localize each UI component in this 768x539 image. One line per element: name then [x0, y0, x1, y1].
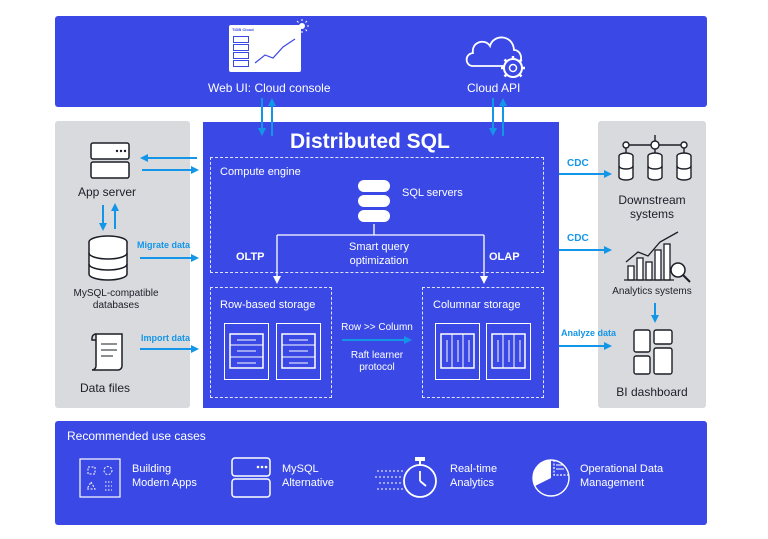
analytics-chart-icon: [624, 231, 691, 283]
bi-label: BI dashboard: [616, 385, 688, 399]
sun-icon: [295, 19, 309, 33]
use-case-1-line2: Modern Apps: [132, 477, 197, 489]
app-server-label: App server: [78, 185, 137, 199]
cdc-label-1: CDC: [567, 158, 589, 169]
raft-line1: Raft learner: [350, 350, 404, 361]
row-storage-node: [276, 323, 321, 380]
use-cases-title: Recommended use cases: [67, 429, 206, 443]
columnar-storage-icon: [440, 333, 475, 369]
import-data-label: Import data: [141, 333, 191, 343]
use-case-1-line1: Building: [132, 463, 172, 475]
app-server-icon: [90, 142, 130, 179]
compute-engine-group: [210, 157, 544, 273]
sql-servers-label: SQL servers: [402, 187, 463, 199]
mysql-line1: MySQL-compatible: [73, 288, 159, 299]
row-storage-icon: [281, 333, 316, 369]
use-case-4-line2: Management: [580, 477, 645, 489]
sql-servers-icon: [358, 180, 390, 222]
raft-line2: protocol: [359, 362, 395, 373]
downstream-line2: systems: [629, 207, 674, 221]
downstream-systems-icon: [618, 135, 692, 181]
stopwatch-icon: [375, 457, 437, 498]
row-storage-label: Row-based storage: [220, 299, 316, 311]
core-title: Distributed SQL: [290, 130, 450, 153]
smart-query-line2: optimization: [349, 255, 409, 267]
data-files-label: Data files: [80, 381, 131, 395]
smart-query-line1: Smart query: [349, 241, 409, 253]
web-ui-label: Web UI: Cloud console: [208, 81, 331, 95]
columnar-storage-group: [422, 287, 544, 398]
console-mini-title: TiDB Cloud: [232, 27, 254, 32]
columnar-storage-icon: [491, 333, 526, 369]
mysql-alternative-icon: [231, 457, 271, 498]
row-storage-icon: [229, 333, 264, 369]
use-case-2-line2: Alternative: [282, 477, 334, 489]
pie-chart-icon: [532, 459, 570, 497]
use-case-3-line2: Analytics: [450, 477, 495, 489]
mysql-line2: databases: [92, 300, 140, 311]
cloud-access-panel: [55, 16, 707, 107]
analyze-data-label: Analyze data: [561, 328, 617, 338]
mysql-database-icon: [88, 235, 128, 281]
cloud-console-icon: TiDB Cloud: [229, 25, 301, 72]
olap-label: OLAP: [489, 251, 520, 263]
cdc-label-2: CDC: [567, 233, 589, 244]
oltp-label: OLTP: [236, 251, 265, 263]
columnar-storage-label: Columnar storage: [433, 299, 521, 311]
row-storage-group: [210, 287, 332, 398]
use-case-4-line1: Operational Data: [580, 463, 664, 475]
cloud-api-icon: [465, 36, 525, 78]
downstream-line1: Downstream: [618, 193, 686, 207]
columnar-storage-node: [486, 323, 531, 380]
data-file-icon: [91, 333, 123, 371]
migrate-data-label: Migrate data: [137, 240, 191, 250]
compute-engine-label: Compute engine: [220, 166, 301, 178]
row-to-column-label: Row >> Column: [341, 322, 413, 333]
bi-dashboard-icon: [633, 329, 673, 375]
row-storage-node: [224, 323, 269, 380]
use-case-2-line1: MySQL: [282, 463, 319, 475]
cloud-api-label: Cloud API: [467, 81, 521, 95]
use-case-3-line1: Real-time: [450, 463, 498, 475]
use-cases-panel: [55, 421, 707, 525]
modern-apps-icon: [79, 458, 121, 498]
analytics-label: Analytics systems: [612, 286, 692, 297]
columnar-storage-node: [435, 323, 480, 380]
